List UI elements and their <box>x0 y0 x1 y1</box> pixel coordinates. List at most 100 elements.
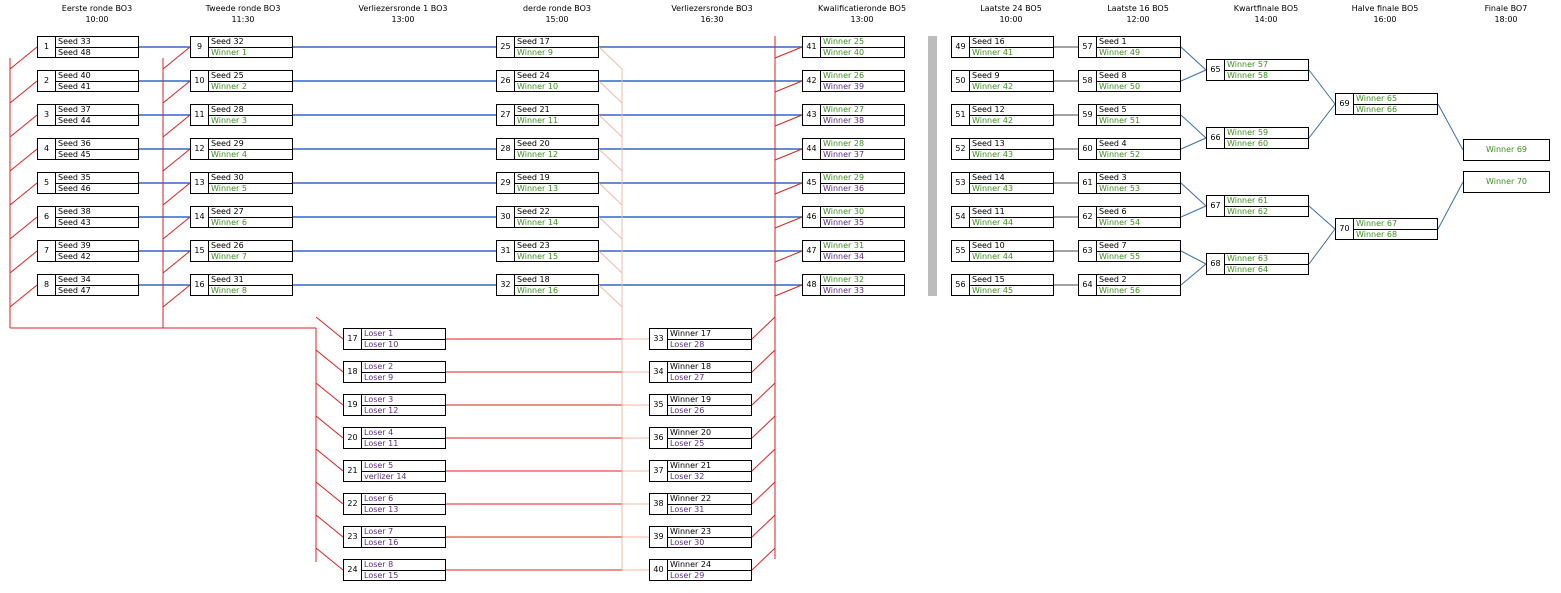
match-slot-bottom: Winner 45 <box>970 285 1053 296</box>
match-number: 54 <box>952 207 970 227</box>
match-number: 64 <box>1079 275 1097 295</box>
loser-line <box>774 80 803 93</box>
match-slot-top: Loser 7 <box>364 527 394 536</box>
column-title: Laatste 16 BO5 <box>1107 4 1169 13</box>
loser-line <box>774 182 803 195</box>
match-slot-top: Seed 40 <box>58 71 91 80</box>
loser-line <box>162 80 191 104</box>
match-number: 2 <box>38 71 56 91</box>
ko-line <box>1308 205 1336 230</box>
match-slot-bottom: Winner 12 <box>515 149 598 160</box>
match-number: 66 <box>1207 128 1225 148</box>
loser-line <box>315 448 344 472</box>
match-slot-bottom: Loser 31 <box>668 504 751 515</box>
match-slot-top: Winner 61 <box>1227 196 1269 205</box>
match-slot-top: Winner 67 <box>1356 219 1398 228</box>
faint-line <box>598 284 623 308</box>
match-slot-top: Winner 20 <box>670 428 712 437</box>
match-number: 3 <box>38 105 56 125</box>
faint-line <box>598 46 623 70</box>
match-slot-top: Seed 15 <box>972 275 1005 284</box>
match-slot-bottom: Winner 42 <box>970 81 1053 92</box>
faint-line <box>598 80 623 104</box>
match-slot-bottom: Winner 39 <box>821 81 904 92</box>
match-slot-top: Seed 1 <box>1099 37 1127 46</box>
final-slot: Winner 69 <box>1463 139 1550 161</box>
match-number: 52 <box>952 139 970 159</box>
match-slot-bottom: Loser 9 <box>362 372 445 383</box>
match-slot-bottom: Winner 1 <box>209 47 292 58</box>
column-time: 16:00 <box>1373 15 1397 24</box>
match-slot-top: Seed 34 <box>58 275 91 284</box>
match-number: 23 <box>344 527 362 547</box>
loser-line <box>9 216 38 240</box>
match-number: 1 <box>38 37 56 57</box>
match-slot-bottom: Winner 16 <box>515 285 598 296</box>
match-slot-top: Seed 9 <box>972 71 1000 80</box>
column-time: 14:00 <box>1254 15 1278 24</box>
ko-line <box>1180 114 1207 139</box>
match-number: 10 <box>191 71 209 91</box>
match-slot-top: Seed 11 <box>972 207 1005 216</box>
match-number: 44 <box>803 139 821 159</box>
match-slot-bottom: Winner 53 <box>1097 183 1180 194</box>
match-slot-top: Seed 28 <box>211 105 244 114</box>
faint-line <box>598 148 623 172</box>
loser-line <box>9 80 38 104</box>
match-slot-top: Winner 24 <box>670 560 712 569</box>
match-slot-top: Seed 36 <box>58 139 91 148</box>
loser-line <box>9 284 38 308</box>
ko-line <box>1437 181 1464 230</box>
match-slot-bottom: Loser 25 <box>668 438 751 449</box>
column-time: 12:00 <box>1126 15 1150 24</box>
column-header: Laatste 16 BO5 12:00 <box>1068 3 1208 25</box>
match-number: 11 <box>191 105 209 125</box>
match-number: 15 <box>191 241 209 261</box>
match-slot-bottom: Winner 37 <box>821 149 904 160</box>
match-slot-bottom: Winner 40 <box>821 47 904 58</box>
ko-line <box>1180 46 1207 71</box>
match-number: 6 <box>38 207 56 227</box>
match-slot-top: Loser 8 <box>364 560 394 569</box>
match-slot-top: Winner 21 <box>670 461 712 470</box>
match-slot-bottom: Seed 44 <box>56 115 138 126</box>
match-slot-bottom: Winner 3 <box>209 115 292 126</box>
match-number: 37 <box>650 461 668 481</box>
match-number: 28 <box>497 139 515 159</box>
loser-line <box>9 46 38 70</box>
match-number: 45 <box>803 173 821 193</box>
match-number: 68 <box>1207 254 1225 274</box>
match-number: 17 <box>344 329 362 349</box>
match-slot-top: Winner 31 <box>823 241 865 250</box>
match-number: 51 <box>952 105 970 125</box>
match-slot-bottom: Winner 66 <box>1354 104 1437 115</box>
match-slot-bottom: Seed 47 <box>56 285 138 296</box>
loser-line <box>315 547 344 571</box>
